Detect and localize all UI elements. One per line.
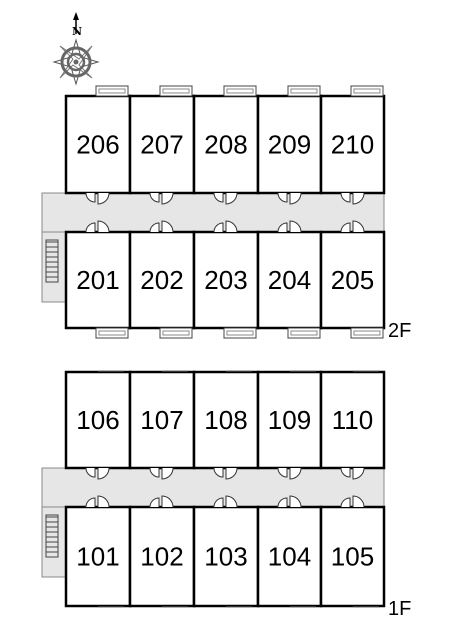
balcony — [95, 327, 129, 339]
door-icon — [277, 220, 302, 233]
room-209: 209 — [256, 85, 323, 205]
stairs-icon — [45, 514, 59, 558]
door-icon — [213, 192, 238, 205]
floor-1f: 106 107 108 109 110 101 102 103 104 105 1F — [41, 370, 411, 620]
balcony — [350, 327, 384, 339]
door-icon — [149, 495, 174, 508]
room-number: 203 — [204, 265, 247, 295]
room-number: 108 — [204, 405, 247, 435]
room-102: 102 — [128, 495, 196, 608]
room-number: 201 — [76, 265, 119, 295]
door-icon — [149, 467, 174, 480]
room-105: 105 — [319, 495, 386, 608]
room-number: 109 — [268, 405, 311, 435]
room-206: 206 — [64, 85, 132, 205]
door-icon — [213, 495, 238, 508]
balcony — [159, 85, 193, 97]
room-number: 110 — [332, 405, 373, 435]
room-number: 103 — [204, 542, 247, 572]
compass-rose-icon: N — [52, 12, 100, 86]
room-number: 107 — [140, 405, 183, 435]
room-108: 108 — [192, 370, 260, 480]
door-icon — [213, 467, 238, 480]
room-203: 203 — [192, 220, 260, 339]
room-106: 106 — [64, 370, 132, 480]
room-208: 208 — [192, 85, 260, 205]
room-110: 110 — [319, 370, 386, 480]
room-number: 208 — [204, 130, 247, 160]
room-202: 202 — [128, 220, 196, 339]
balcony — [223, 327, 257, 339]
floor-2f: 206 207 208 209 210 201 202 203 204 205 2F — [41, 85, 411, 342]
room-number: 101 — [76, 542, 119, 572]
door-icon — [277, 495, 302, 508]
room-number: 210 — [331, 130, 374, 160]
room-104: 104 — [256, 495, 323, 608]
room-number: 204 — [268, 265, 311, 295]
door-icon — [277, 192, 302, 205]
floor-label: 2F — [388, 320, 411, 342]
door-icon — [340, 467, 365, 480]
room-103: 103 — [192, 495, 260, 608]
room-number: 206 — [76, 130, 119, 160]
room-number: 106 — [76, 405, 119, 435]
balcony — [95, 85, 129, 97]
door-icon — [277, 467, 302, 480]
balcony — [223, 85, 257, 97]
balcony — [350, 85, 384, 97]
room-101: 101 — [64, 495, 132, 608]
room-204: 204 — [256, 220, 323, 339]
balcony — [159, 327, 193, 339]
room-201: 201 — [64, 220, 132, 339]
room-207: 207 — [128, 85, 196, 205]
door-icon — [340, 192, 365, 205]
room-number: 207 — [140, 130, 183, 160]
room-number: 104 — [268, 542, 311, 572]
balcony — [287, 327, 321, 339]
door-icon — [85, 495, 110, 508]
door-icon — [340, 220, 365, 233]
door-icon — [340, 495, 365, 508]
door-icon — [85, 467, 110, 480]
door-icon — [85, 220, 110, 233]
room-number: 202 — [140, 265, 183, 295]
room-205: 205 — [319, 220, 386, 339]
room-210: 210 — [319, 85, 386, 205]
room-number: 205 — [331, 265, 374, 295]
door-icon — [149, 192, 174, 205]
door-icon — [149, 220, 174, 233]
stairs-icon — [45, 239, 59, 283]
balcony — [287, 85, 321, 97]
compass-north-label: N — [72, 25, 82, 38]
floor-label: 1F — [388, 598, 411, 620]
room-107: 107 — [128, 370, 196, 480]
room-number: 105 — [331, 542, 374, 572]
room-number: 102 — [140, 542, 183, 572]
door-icon — [85, 192, 110, 205]
room-109: 109 — [256, 370, 323, 480]
door-icon — [213, 220, 238, 233]
room-number: 209 — [268, 130, 311, 160]
